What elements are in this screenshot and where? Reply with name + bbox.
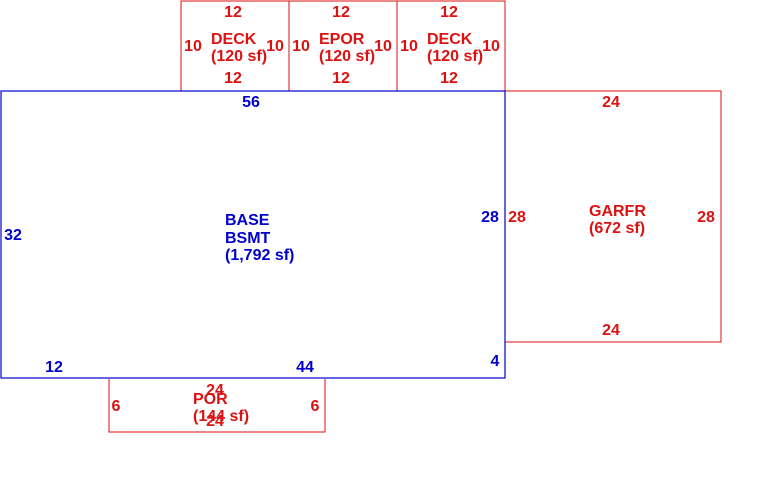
epor-area: 12 12 10 10 EPOR (120 sf): [288, 0, 398, 92]
base-sublabel: BSMT: [225, 230, 271, 247]
deck-left-dim-left: 10: [184, 38, 202, 55]
base-dim-right-upper: 28: [481, 209, 499, 226]
epor-label: EPOR: [319, 31, 365, 48]
deck-left-label: DECK: [211, 31, 257, 48]
epor-area-text: (120 sf): [319, 48, 375, 65]
porch-dim-left: 6: [112, 398, 121, 415]
base-label: BASE: [225, 212, 270, 229]
epor-dim-left: 10: [292, 38, 310, 55]
garage-dim-bottom: 24: [602, 322, 620, 339]
epor-dim-top: 12: [332, 4, 350, 21]
porch-dim-top: 24: [206, 382, 224, 399]
base-area-text: (1,792 sf): [225, 247, 294, 264]
base-dim-right-lower: 4: [491, 353, 500, 370]
base-dim-bottom-right: 44: [296, 359, 314, 376]
garage-area-text: (672 sf): [589, 220, 645, 237]
porch-dim-bottom: 24: [206, 413, 224, 430]
garage-dim-left: 28: [508, 209, 526, 226]
base-dim-bottom-left: 12: [45, 359, 63, 376]
base-outline: [0, 90, 506, 379]
deck-right-dim-top: 12: [440, 4, 458, 21]
garage-dim-right: 28: [697, 209, 715, 226]
deck-right-dim-bottom: 12: [440, 70, 458, 87]
deck-left-area: 12 12 10 10 DECK (120 sf): [180, 0, 290, 92]
porch-area-text: (144 sf): [193, 408, 249, 425]
epor-dim-right: 10: [374, 38, 392, 55]
base-area: 56 32 28 4 12 44 BASE BSMT (1,792 sf): [0, 90, 506, 379]
porch-outline: [108, 379, 326, 433]
porch-dim-right: 6: [311, 398, 320, 415]
porch-area: 24 24 6 6 POR (144 sf): [108, 379, 326, 433]
deck-right-area: 12 12 10 10 DECK (120 sf): [396, 0, 506, 92]
deck-left-dim-top: 12: [224, 4, 242, 21]
deck-left-dim-bottom: 12: [224, 70, 242, 87]
deck-right-label: DECK: [427, 31, 473, 48]
deck-left-dim-right: 10: [266, 38, 284, 55]
garage-label: GARFR: [589, 203, 646, 220]
garage-dim-top: 24: [602, 94, 620, 111]
base-dim-top: 56: [242, 94, 260, 111]
porch-label: POR: [193, 391, 228, 408]
deck-right-area-text: (120 sf): [427, 48, 483, 65]
deck-right-dim-right: 10: [482, 38, 500, 55]
garage-area: 24 24 28 28 GARFR (672 sf): [505, 90, 722, 343]
epor-dim-bottom: 12: [332, 70, 350, 87]
garage-outline: [505, 90, 722, 343]
deck-left-area-text: (120 sf): [211, 48, 267, 65]
base-dim-left: 32: [4, 227, 22, 244]
deck-right-dim-left: 10: [400, 38, 418, 55]
